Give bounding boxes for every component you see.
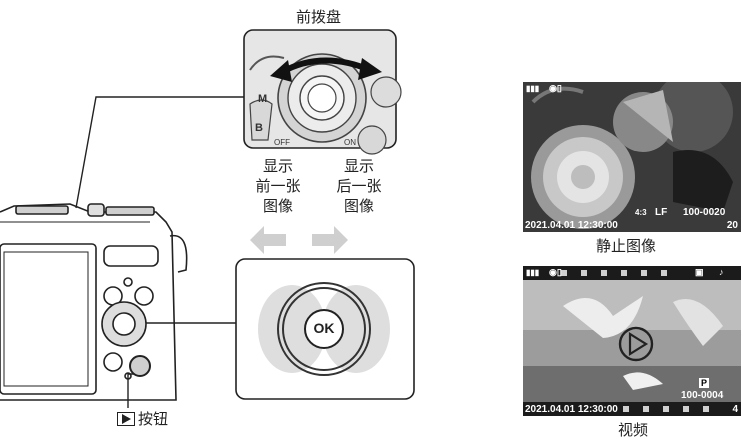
prev-image-label: 显示 前一张 图像 [254,156,302,216]
next-label-line2: 后一张 [336,177,382,195]
camera-body [0,203,188,401]
ok-closeup [235,258,415,400]
dial-leader-line [75,96,244,209]
prev-label-line2: 前一张 [255,177,301,195]
next-label-line1: 显示 [343,157,374,175]
play-button-text: 按钮 [138,410,169,428]
next-image-label: 显示 后一张 图像 [332,156,386,216]
front-dial-closeup [243,29,402,155]
still-frame-count: 20 [726,220,738,231]
prev-label-line1: 显示 [262,157,293,175]
wifi-icon: ◉▯ [549,83,562,93]
filmstrip-top [523,266,741,416]
video-frame-count: 4 [732,404,738,415]
video-preview: ▮▮▮ ◉▯ ▣ ♪ P 100-0004 2021.04.01 12:30:0… [523,266,741,416]
dial-mark-on: ON [344,138,356,147]
play-icon [117,411,135,426]
dial-mark-off: OFF [274,138,290,147]
video-caption: 视频 [618,421,649,439]
still-quality: LF [655,207,668,218]
still-file-number: 100-0020 [683,207,726,218]
still-timestamp: 2021.04.01 12:30:00 [525,220,618,231]
still-aspect: 4:3 [635,208,647,217]
movie-icon: ▣ [695,267,704,277]
still-image-preview: ▮▮▮ ◉▯ 4:3 LF 100-0020 2021.04.01 12:30:… [523,82,741,232]
video-file-number: 100-0004 [681,390,724,401]
dial-mark-m-closeup: M [258,93,268,105]
next-arrow-icon [312,226,348,254]
video-mode: P [699,378,710,388]
video-battery-icon: ▮▮▮ [526,268,540,277]
prev-arrow-icon [250,226,286,254]
video-timestamp: 2021.04.01 12:30:00 [525,404,618,415]
play-overlay-icon [618,326,654,362]
ok-button-label: OK [313,320,335,336]
next-label-line3: 图像 [343,197,374,215]
prev-label-line3: 图像 [262,197,293,215]
sound-icon: ♪ [719,267,724,277]
battery-icon: ▮▮▮ [526,84,540,93]
front-dial-label: 前拨盘 [296,8,342,26]
play-button-label: 按钮 [117,408,168,429]
still-image-caption: 静止图像 [596,237,657,255]
dial-mark-b: B [255,122,263,134]
video-wifi-icon: ◉▯ [549,267,562,277]
flower-photo [523,82,741,232]
